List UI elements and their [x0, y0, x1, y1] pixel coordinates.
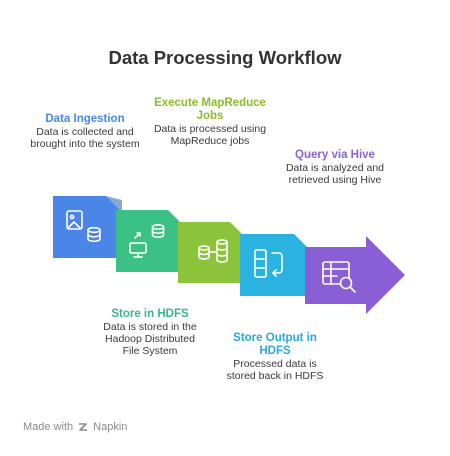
- database-share-icon: [198, 239, 228, 263]
- step-shape: [116, 210, 184, 272]
- step-shape: [305, 236, 405, 314]
- step-shadow: [106, 196, 122, 212]
- step-title: Query via Hive: [295, 149, 375, 161]
- step-description: Processed data is stored back in HDFS: [226, 358, 324, 382]
- step-title: Data Ingestion: [45, 113, 125, 125]
- step-label-execute-mapreduce: Execute MapReduce Jobs Data is processed…: [150, 97, 270, 147]
- step-shape: [240, 234, 310, 296]
- step-block-query-hive: [305, 236, 405, 314]
- footer: Made with Napkin: [23, 421, 127, 433]
- image-database-icon: [66, 210, 101, 243]
- step-block-store-hdfs: [116, 210, 184, 272]
- napkin-brand: Napkin: [93, 421, 128, 433]
- step-shape: [53, 196, 122, 258]
- made-with-text: Made with: [23, 421, 74, 433]
- napkin-logo-icon: [79, 423, 88, 431]
- step-description: Data is analyzed and retrieved using Hiv…: [285, 162, 385, 186]
- step-description: Data is collected and brought into the s…: [30, 126, 140, 150]
- diagram-title: Data Processing Workflow: [108, 47, 342, 68]
- step-description: Data is stored in the Hadoop Distributed…: [103, 321, 197, 357]
- step-title: Execute MapReduce Jobs: [154, 97, 266, 122]
- step-description: Data is processed using MapReduce jobs: [153, 123, 267, 147]
- table-search-icon: [322, 261, 356, 293]
- step-label-data-ingestion: Data Ingestion Data is collected and bro…: [30, 113, 140, 150]
- step-label-store-output: Store Output in HDFS Processed data is s…: [220, 332, 330, 382]
- step-label-query-hive: Query via Hive Data is analyzed and retr…: [280, 149, 390, 186]
- table-return-icon: [254, 249, 283, 278]
- step-block-store-output: [240, 234, 310, 296]
- monitor-database-icon: [129, 224, 165, 258]
- step-block-data-ingestion: [53, 196, 122, 258]
- step-label-store-hdfs: Store in HDFS Data is stored in the Hado…: [96, 308, 204, 357]
- step-title: Store in HDFS: [111, 308, 189, 320]
- step-title: Store Output in HDFS: [233, 332, 317, 357]
